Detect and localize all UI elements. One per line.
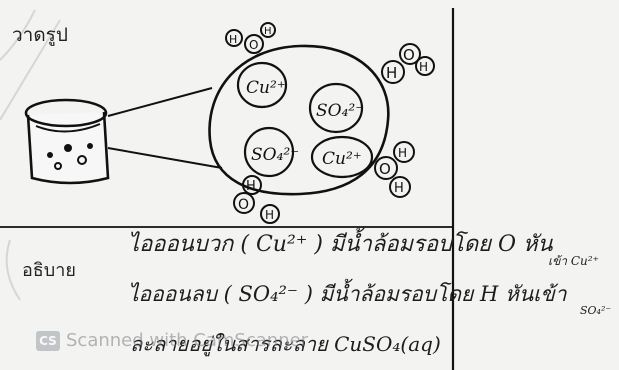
scanner-watermark: CS Scanned with CamScanner [36, 330, 308, 351]
water-molecule: H O H [382, 44, 434, 83]
atom-label: H [246, 179, 256, 194]
atom-label: H [386, 64, 397, 82]
explain-label: อธิบาย [22, 255, 76, 284]
atom-label: H [265, 208, 274, 222]
atom-label: O [249, 38, 258, 52]
zoom-line-bottom [108, 148, 222, 168]
ion-label: Cu²⁺ [322, 149, 362, 169]
ion-label: SO₄²⁻ [251, 145, 299, 165]
atom-label: O [403, 46, 415, 64]
camscanner-logo-icon: CS [36, 331, 60, 351]
ion-label: SO₄²⁻ [316, 101, 364, 121]
atom-label: H [398, 146, 407, 160]
watermark-text: Scanned with CamScanner [66, 330, 308, 351]
handwritten-line: ไอออนบวก ( Cu²⁺ ) มีน้ำล้อมรอบโดย O หัน [128, 226, 553, 261]
ion-label: Cu²⁺ [246, 78, 286, 98]
handwritten-note: SO₄²⁻ [580, 304, 611, 317]
atom-label: H [394, 181, 404, 196]
atom-label: O [379, 160, 391, 178]
atom-label: H [264, 26, 272, 37]
section-heading: วาดรูป [12, 20, 68, 50]
atom-label: H [229, 33, 237, 46]
atom-label: H [419, 60, 428, 74]
handwritten-line: ไอออนลบ ( SO₄²⁻ ) มีน้ำล้อมรอบโดย H หันเ… [128, 278, 567, 311]
beaker-drawing [26, 100, 108, 183]
water-molecule: H O H [226, 23, 275, 53]
atom-label: O [238, 197, 249, 213]
handwritten-note: เข้า Cu²⁺ [548, 252, 599, 271]
zoom-line-top [108, 88, 212, 116]
